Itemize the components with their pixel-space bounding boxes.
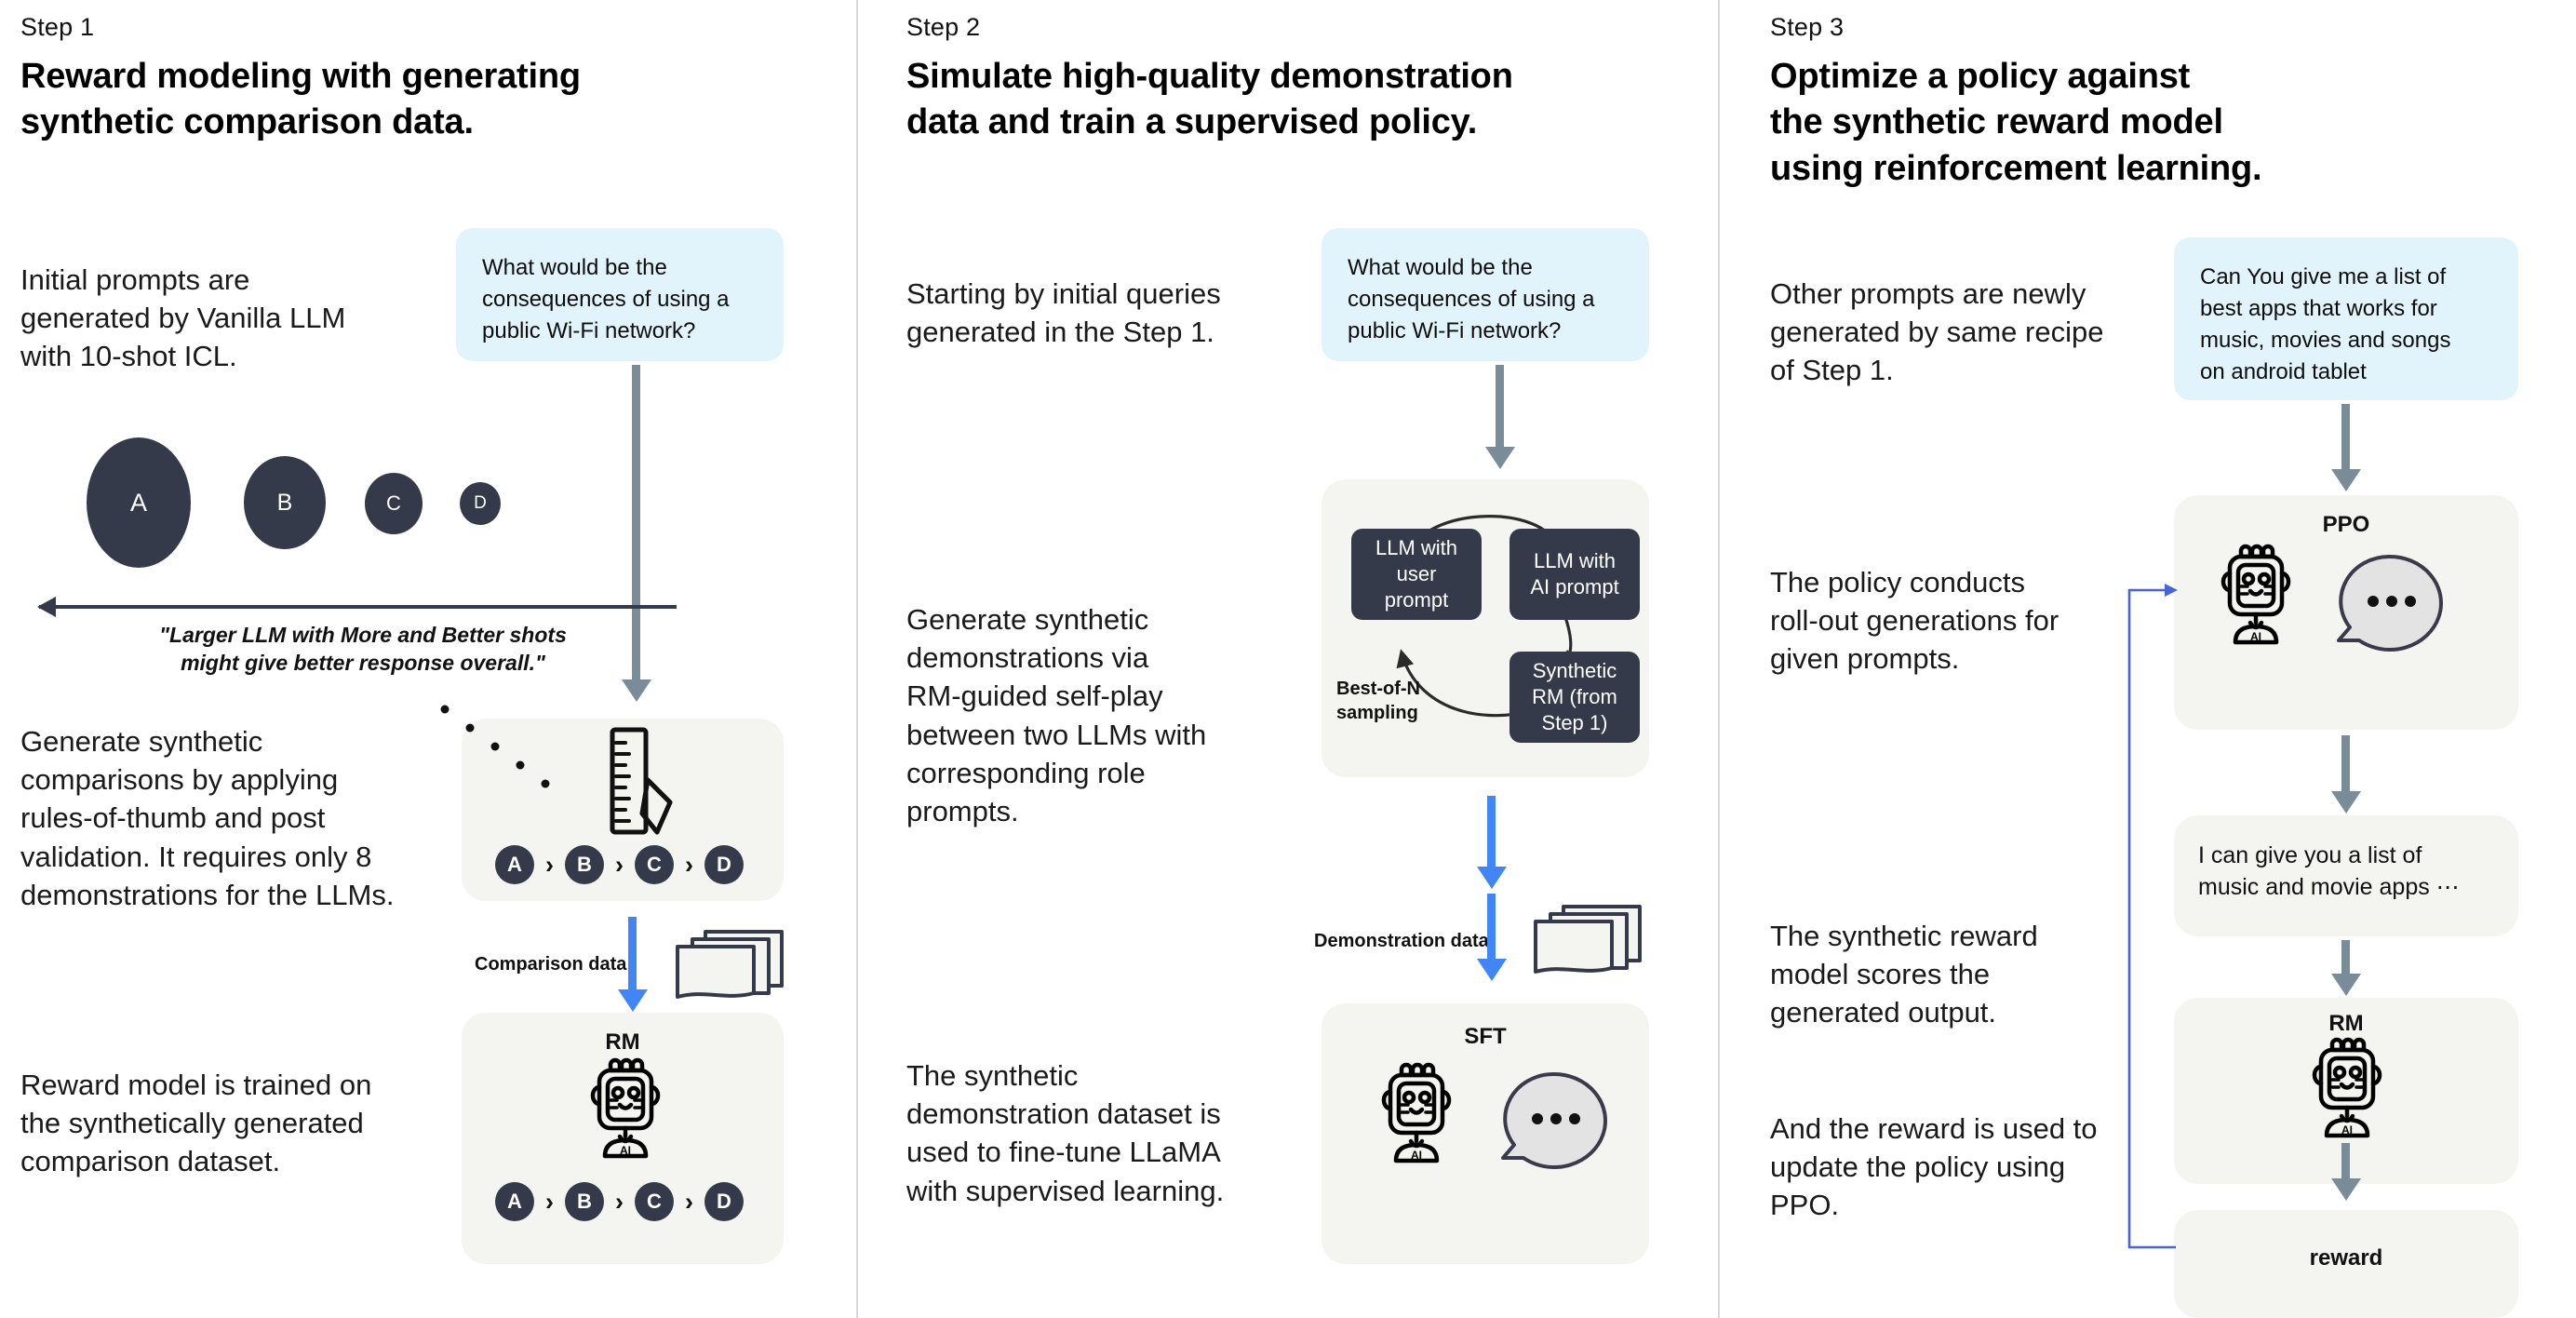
rank-separator-1: ›	[545, 850, 554, 879]
step-1-column: Step 1 Reward modeling with generating s…	[0, 0, 856, 1318]
speech-bubble-ellipsis-icon	[1501, 1071, 1607, 1169]
rank-separator-3: ›	[685, 850, 693, 879]
step-1-bottom-text: Reward model is trained on the synthetic…	[20, 1069, 372, 1178]
step-3-reward-panel: reward	[2174, 1210, 2518, 1318]
response-circle-c: C	[365, 473, 423, 534]
rm-rank-badge-d: D	[704, 1182, 744, 1221]
dotted-diagonal-decoration	[440, 705, 550, 788]
step-2-label: Step 2	[906, 13, 981, 41]
step-1-middle-text: Generate synthetic comparisons by applyi…	[20, 725, 395, 911]
rank-badge-c: C	[635, 845, 674, 884]
step-3-prompt-bubble: Can You give me a list of best apps that…	[2174, 237, 2518, 400]
response-circle-b: B	[244, 456, 326, 549]
speech-bubble-ellipsis-icon	[2337, 554, 2443, 652]
response-circle-a: A	[87, 437, 191, 568]
comparison-data-arrow	[628, 917, 637, 991]
svg-text:AI: AI	[620, 1144, 631, 1157]
document-stack-icon	[1534, 905, 1642, 974]
svg-text:AI: AI	[2341, 1123, 2353, 1136]
rm-rank-badge-c: C	[635, 1182, 674, 1221]
step-3-bubble-to-ppo-arrow	[2341, 404, 2350, 471]
step-3-middle-text-2: The synthetic reward model scores the ge…	[1770, 920, 2038, 1029]
column-divider-1	[856, 0, 858, 1318]
comparison-data-label: Comparison data	[475, 954, 627, 975]
step-1-title: Reward modeling with generating syntheti…	[20, 57, 581, 142]
axis-caption: "Larger LLM with More and Better shots m…	[159, 623, 567, 675]
demonstration-data-label: Demonstration data	[1314, 931, 1489, 951]
demonstration-data-arrow-lower	[1487, 894, 1496, 961]
step-3-response-to-rm-arrow	[2341, 940, 2350, 975]
llm-user-prompt-box: LLM with user prompt	[1351, 529, 1482, 620]
reward-to-policy-feedback-arrow	[2127, 584, 2178, 1249]
demonstration-data-arrow	[1487, 796, 1496, 868]
response-circle-d: D	[460, 482, 501, 525]
synthetic-rm-box: Synthetic RM (from Step 1)	[1509, 652, 1640, 743]
step-3-label: Step 3	[1770, 13, 1845, 41]
svg-text:AI: AI	[1411, 1149, 1422, 1162]
step-3-response-panel: I can give you a list of music and movie…	[2174, 815, 2518, 936]
step-2-prompt-bubble: What would be the consequences of using …	[1322, 228, 1649, 361]
rm-rank-badge-a: A	[495, 1182, 534, 1221]
rm-rank-separator-2: ›	[615, 1187, 624, 1216]
step-1-rm-ranking-row: A › B › C › D	[495, 1182, 744, 1221]
rm-rank-separator-3: ›	[685, 1187, 693, 1216]
step-2-column: Step 2 Simulate high-quality demonstrati…	[858, 0, 1718, 1318]
step-2-title: Simulate high-quality demonstration data…	[906, 57, 1513, 142]
document-stack-icon	[676, 930, 784, 999]
step-1-rm-panel-label: RM	[605, 1029, 640, 1055]
step-2-bubble-to-panel-arrow	[1496, 365, 1504, 449]
step-2-middle-text: Generate synthetic demonstrations via RM…	[906, 603, 1207, 828]
step-1-intro-text: Initial prompts are generated by Vanilla…	[20, 263, 346, 373]
llm-ai-prompt-box: LLM with AI prompt	[1509, 529, 1640, 620]
step-3-intro-text: Other prompts are newly generated by sam…	[1770, 277, 2104, 387]
step-3-rm-panel-label: RM	[2328, 1011, 2364, 1036]
step-3-reward-panel-label: reward	[2309, 1245, 2383, 1271]
step-2-sft-panel-label: SFT	[1464, 1024, 1507, 1049]
step-3-response-text: I can give you a list of music and movie…	[2198, 842, 2460, 900]
robot-icon: AI	[590, 1057, 661, 1159]
ruler-pencil-icon	[610, 727, 673, 835]
rank-badge-b: B	[565, 845, 604, 884]
step-3-title: Optimize a policy against the synthetic …	[1770, 57, 2262, 188]
rank-badge-a: A	[495, 845, 534, 884]
column-divider-2	[1718, 0, 1720, 1318]
step-3-ppo-panel-label: PPO	[2322, 512, 2370, 537]
step-1-label: Step 1	[20, 13, 95, 41]
rm-rank-separator-1: ›	[545, 1187, 554, 1216]
step-3-bottom-text: And the reward is used to update the pol…	[1770, 1112, 2098, 1222]
rm-rank-badge-b: B	[565, 1182, 604, 1221]
svg-text:AI: AI	[2250, 630, 2261, 643]
best-of-n-sampling-label: Best-of-N sampling	[1336, 679, 1420, 723]
rank-separator-2: ›	[615, 850, 624, 879]
step-1-prompt-bubble: What would be the consequences of using …	[456, 228, 784, 361]
step-2-intro-text: Starting by initial queries generated in…	[906, 277, 1221, 349]
step-3-middle-text: The policy conducts roll-out generations…	[1770, 566, 2059, 676]
robot-icon: AI	[2312, 1037, 2382, 1138]
quality-axis-arrow	[39, 605, 677, 609]
step-3-column: Step 3 Optimize a policy against the syn…	[1720, 0, 2576, 1318]
robot-icon: AI	[1381, 1062, 1452, 1163]
rank-badge-d: D	[704, 845, 744, 884]
robot-icon: AI	[2220, 544, 2291, 645]
step-2-bottom-text: The synthetic demonstration dataset is u…	[906, 1059, 1225, 1207]
step-1-bubble-to-panel-arrow	[632, 365, 640, 681]
step-3-rm-to-reward-arrow	[2341, 1143, 2350, 1180]
step-1-ranking-row: A › B › C › D	[495, 845, 744, 884]
step-3-ppo-to-response-arrow	[2341, 735, 2350, 793]
